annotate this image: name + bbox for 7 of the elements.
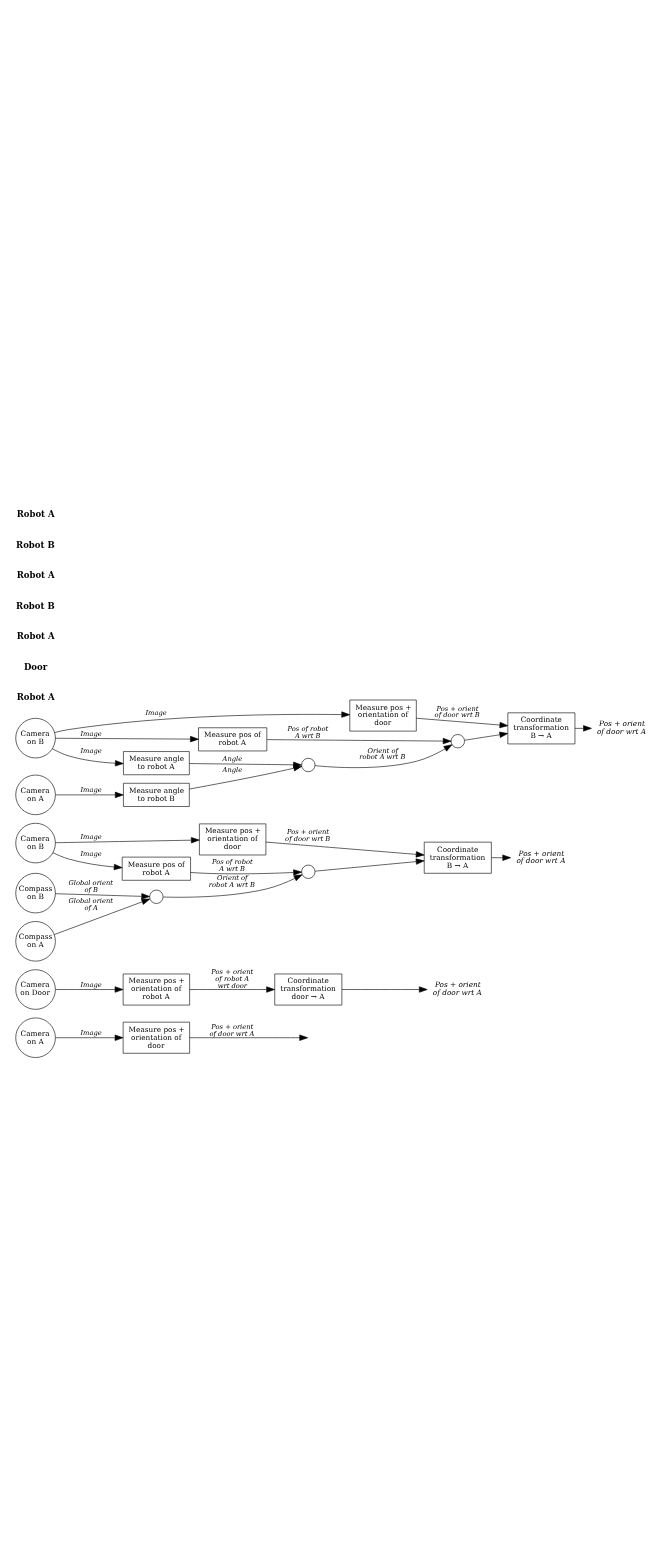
label: Robot B	[16, 539, 55, 550]
label: Robot B	[16, 600, 55, 611]
label: Robot A	[16, 692, 55, 703]
label: Robot A	[16, 509, 55, 520]
label: Door	[23, 661, 48, 672]
label: Robot A	[16, 570, 55, 581]
label: Robot A	[16, 631, 55, 642]
